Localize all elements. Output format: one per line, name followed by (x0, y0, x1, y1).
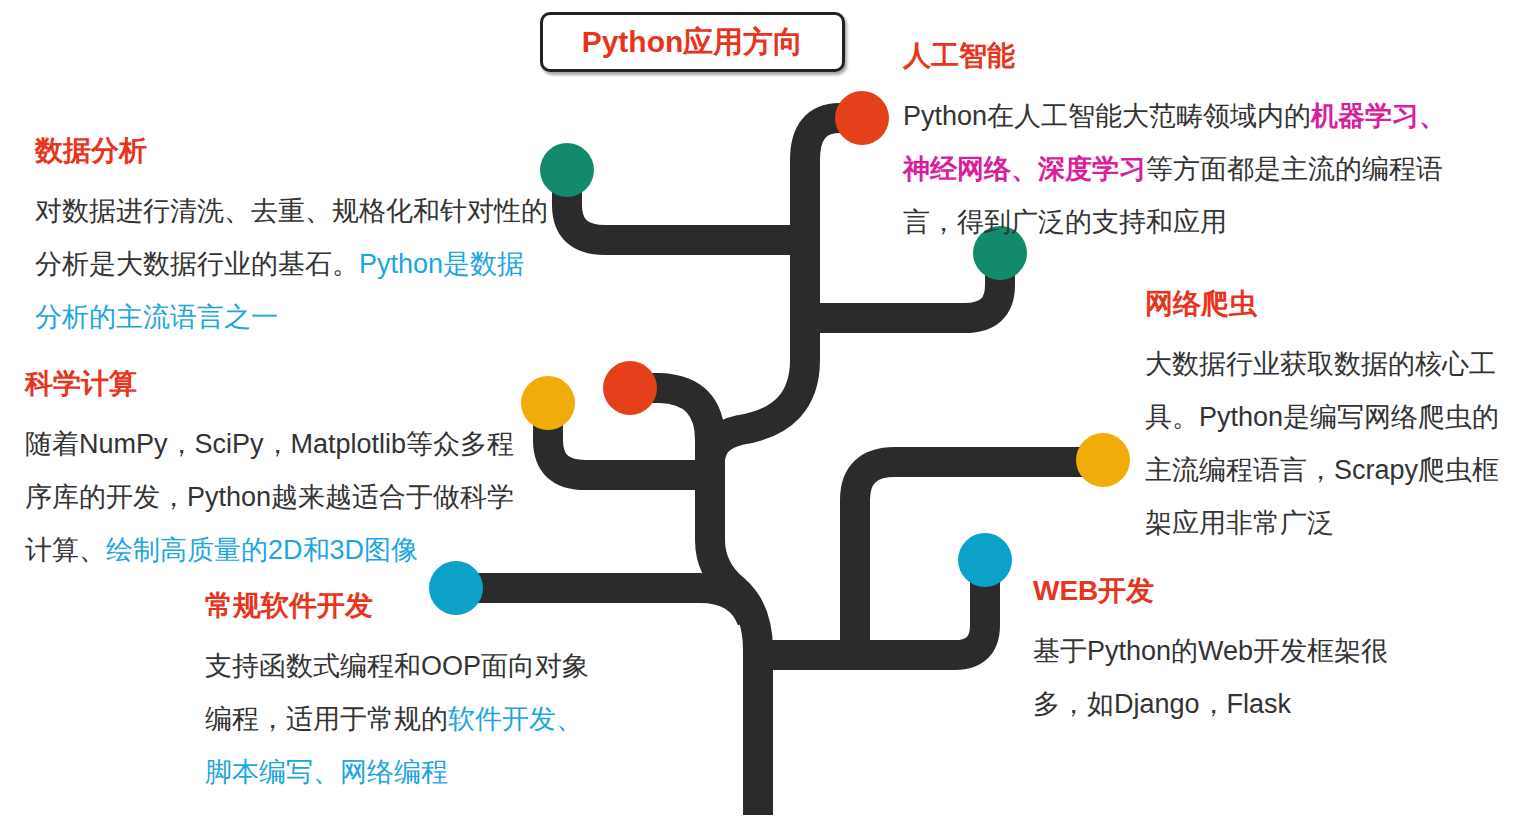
branch (710, 118, 862, 460)
dot (521, 376, 575, 430)
body-text: Python在人工智能大范畴领域内的 (903, 101, 1311, 131)
text-block: WEB开发 (1033, 565, 1413, 618)
dot (958, 533, 1012, 587)
text-block: 对数据进行清洗、去重、规格化和针对性的分析是大数据行业的基石。Python是数据… (35, 185, 550, 344)
text-block: 人工智能 (903, 30, 1303, 83)
text-block: 网络爬虫 (1145, 278, 1505, 331)
body-text: 基于Python的Web开发框架很多，如Django，Flask (1033, 636, 1388, 719)
text-block: 支持函数式编程和OOP面向对象编程，适用于常规的软件开发、脚本编写、网络编程 (205, 640, 600, 799)
text-block: 随着NumPy，SciPy，Matplotlib等众多程序库的开发，Python… (25, 418, 515, 577)
title-text: Python应用方向 (582, 22, 804, 63)
text-block: 大数据行业获取数据的核心工具。Python是编写网络爬虫的主流编程语言，Scra… (1145, 338, 1517, 550)
branch (567, 170, 805, 240)
dot (835, 91, 889, 145)
branch (805, 253, 1000, 318)
section-heading: 数据分析 (35, 135, 147, 166)
dot (429, 561, 483, 615)
text-block: 常规软件开发 (205, 580, 585, 633)
branch (758, 560, 985, 655)
section-heading: 人工智能 (903, 40, 1015, 71)
branch (855, 462, 1103, 655)
dot (603, 361, 657, 415)
text-block: 科学计算 (25, 358, 425, 411)
dot (540, 143, 594, 197)
highlight-text: 绘制高质量的2D和3D图像 (106, 535, 418, 565)
section-heading: 科学计算 (25, 368, 137, 399)
body-text: 大数据行业获取数据的核心工具。Python是编写网络爬虫的主流编程语言，Scra… (1145, 349, 1499, 538)
text-block: Python在人工智能大范畴领域内的机器学习、神经网络、深度学习等方面都是主流的… (903, 90, 1463, 249)
title-box: Python应用方向 (540, 12, 845, 72)
section-heading: WEB开发 (1033, 575, 1154, 606)
section-heading: 常规软件开发 (205, 590, 373, 621)
dot (1076, 433, 1130, 487)
branch (456, 588, 752, 620)
section-heading: 网络爬虫 (1145, 288, 1257, 319)
text-block: 基于Python的Web开发框架很多，如Django，Flask (1033, 625, 1418, 731)
text-block: 数据分析 (35, 125, 435, 178)
